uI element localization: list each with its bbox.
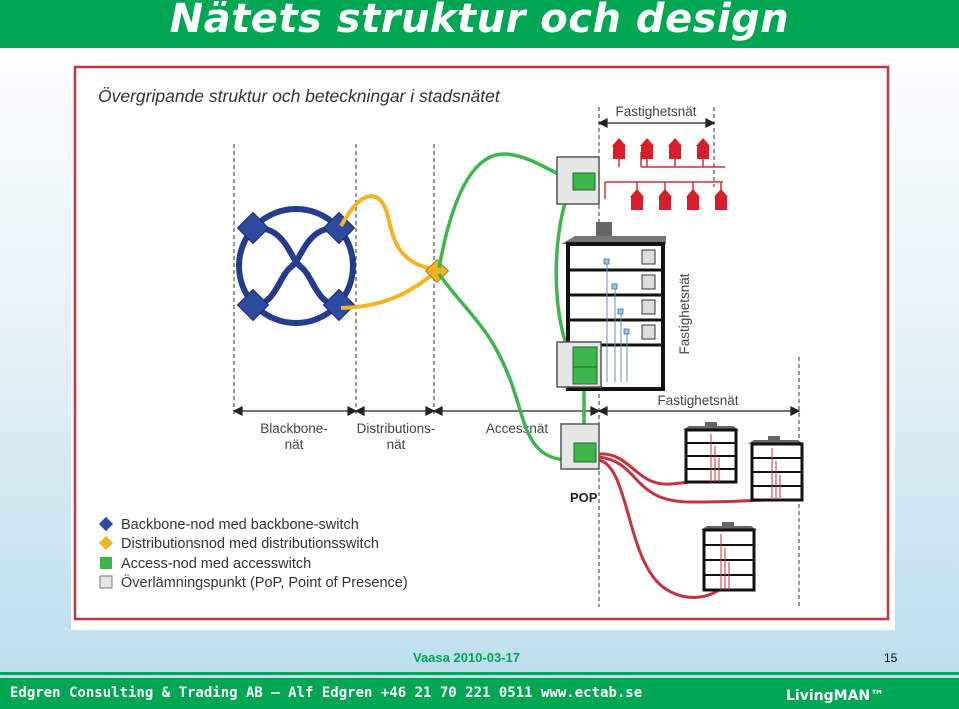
network-diagram: Övergripande struktur och beteckningar i…	[71, 62, 895, 630]
zone-label-property-vertical: Fastighetsnät	[677, 273, 692, 354]
legend-label-access: Access-nod med accesswitch	[121, 556, 311, 572]
slide-title: Nätets struktur och design	[169, 0, 790, 42]
slide-date: Vaasa 2010-03-17	[413, 650, 520, 665]
apartment-building	[556, 222, 666, 391]
small-building-1	[683, 422, 739, 484]
legend-label-distribution: Distributionsnod med distributionsswitch	[121, 536, 379, 552]
distribution-links	[339, 194, 438, 310]
legend-access-symbol	[100, 557, 112, 569]
legend-label-pop: Överlämningspunkt (PoP, Point of Presenc…	[121, 573, 408, 591]
zone-label-property-top: Fastighetsnät	[615, 104, 696, 119]
small-building-2	[748, 436, 804, 502]
small-building-3	[701, 522, 757, 592]
diagram-frame	[73, 65, 890, 621]
legend: Backbone-nod med backbone-switch Distrib…	[98, 516, 408, 591]
zone-label-backbone-2: nät	[285, 437, 304, 452]
brand-logo-text: LivingMAN™	[786, 688, 885, 704]
page-number: 15	[884, 651, 898, 665]
zone-label-distribution-2: nät	[387, 437, 406, 452]
house-cluster	[604, 138, 728, 210]
zone-label-property-bottom: Fastighetsnät	[657, 393, 738, 408]
backbone-nodes	[236, 211, 356, 322]
zone-label-distribution-1: Distributions-	[357, 421, 436, 436]
legend-backbone-symbol	[98, 516, 114, 532]
footer-bar	[0, 678, 959, 709]
footer-company: Edgren Consulting & Trading AB – Alf Edg…	[10, 685, 643, 701]
legend-label-backbone: Backbone-nod med backbone-switch	[121, 517, 359, 533]
zone-label-access: Accessnät	[486, 421, 549, 436]
zone-separators	[233, 107, 800, 607]
zone-arrows	[232, 118, 801, 416]
pop-label: POP	[570, 490, 598, 505]
backbone-ring	[236, 206, 356, 326]
access-node-top	[556, 156, 600, 205]
zone-label-backbone-1: Blackbone-	[260, 421, 328, 436]
diagram-heading: Övergripande struktur och beteckningar i…	[98, 86, 501, 106]
title-bar: Nätets struktur och design	[0, 0, 959, 48]
footer-rule	[0, 672, 959, 675]
pop-node	[560, 423, 600, 470]
legend-distribution-symbol	[98, 535, 114, 551]
legend-pop-symbol	[99, 575, 113, 589]
